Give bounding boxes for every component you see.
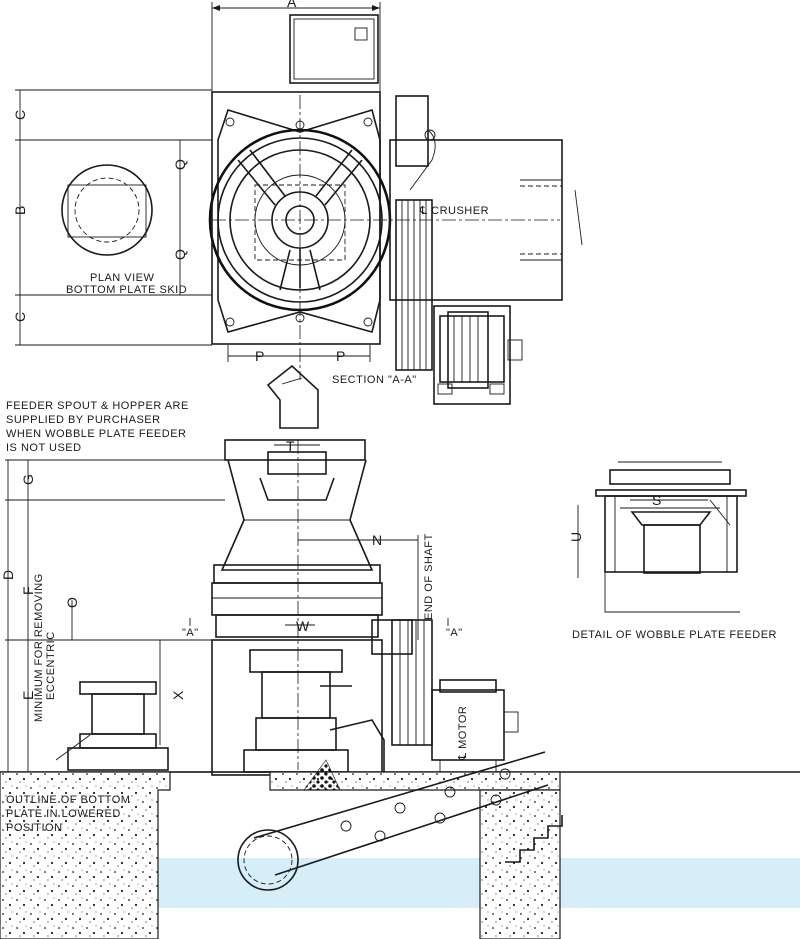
skid-caption-line2: BOTTOM PLATE SKID xyxy=(66,284,187,296)
section-marker-A-left: "A" xyxy=(182,627,199,639)
crusher-centerline-label: ℄ CRUSHER xyxy=(419,205,489,217)
outline-note-line2: PLATE IN LOWERED xyxy=(6,808,121,820)
dim-N-label: N xyxy=(372,532,382,548)
min-removing-line2: ECCENTRIC xyxy=(45,631,57,700)
dim-P-left-label: P xyxy=(255,348,264,364)
feeder-note-line3: WHEN WOBBLE PLATE FEEDER xyxy=(6,428,187,440)
detail-caption: DETAIL OF WOBBLE PLATE FEEDER xyxy=(572,629,777,641)
section-marker-A-right: "A" xyxy=(446,627,463,639)
end-of-shaft-label: END OF SHAFT xyxy=(423,533,435,620)
feeder-note-line1: FEEDER SPOUT & HOPPER ARE xyxy=(6,400,189,412)
dim-G-label: G xyxy=(20,474,36,485)
motor-centerline-label: ℄ MOTOR xyxy=(457,706,469,761)
section-A-A-label: SECTION "A-A" xyxy=(332,374,417,386)
dim-P-right-label: P xyxy=(336,348,345,364)
dim-W-label: W xyxy=(296,618,310,634)
dim-S-label: S xyxy=(652,492,661,508)
feeder-note-line2: SUPPLIED BY PURCHASER xyxy=(6,414,161,426)
dim-O-label: O xyxy=(64,597,80,608)
outline-note-line1: OUTLINE OF BOTTOM xyxy=(6,794,130,806)
dim-Q-top-label: Q xyxy=(172,159,188,170)
dim-E-label: E xyxy=(20,691,36,700)
dim-F-label: F xyxy=(20,586,36,595)
dim-T-label: T xyxy=(286,438,295,454)
feeder-note-line4: IS NOT USED xyxy=(6,442,82,454)
wobble-plate-detail: U S DETAIL OF WOBBLE PLATE FEEDER xyxy=(568,461,777,641)
plan-view: A ℄ CRUSHER xyxy=(12,0,583,405)
skid-caption-line1: PLAN VIEW xyxy=(90,272,155,284)
dim-U-label: U xyxy=(568,532,584,542)
dim-C-bottom-label: C xyxy=(12,312,28,322)
dim-D-label: D xyxy=(0,570,16,580)
min-removing-line1: MINIMUM FOR REMOVING xyxy=(33,573,45,722)
elevation-view: FEEDER SPOUT & HOPPER ARE SUPPLIED BY PU… xyxy=(0,364,800,939)
outline-note-line3: POSITION xyxy=(6,822,63,834)
dim-Q-bottom-label: Q xyxy=(172,249,188,260)
dim-X-label: X xyxy=(170,690,186,700)
dim-C-top-label: C xyxy=(12,110,28,120)
dim-A-label: A xyxy=(287,0,297,10)
dim-B-label: B xyxy=(12,206,28,215)
